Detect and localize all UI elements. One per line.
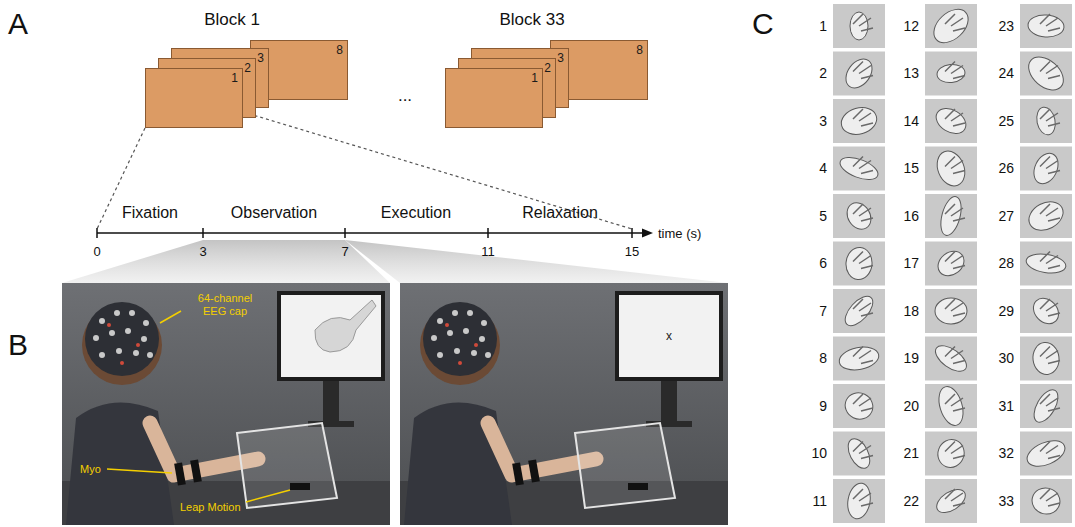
grasp-number: 3: [819, 113, 827, 129]
grasp-number: 18: [903, 303, 919, 319]
grasp-thumbnail: [1020, 242, 1072, 286]
grasp-thumbnail: [925, 384, 977, 429]
photo-observation: [62, 283, 390, 525]
grasp-thumbnail: [833, 147, 885, 191]
grasp-thumbnail: [833, 289, 885, 333]
grasp-thumbnail: [925, 147, 977, 191]
grasp-number: 1: [819, 18, 827, 34]
grasp-thumbnail: [925, 99, 977, 143]
zoom-fan: [345, 240, 728, 283]
tick-label: 15: [625, 245, 639, 260]
grasp-thumbnail: [833, 337, 885, 381]
grasp-thumbnail: [833, 432, 885, 476]
grasp-number: 5: [819, 208, 827, 224]
grasp-number: 25: [998, 113, 1014, 129]
grasp-number: 13: [903, 65, 919, 81]
tick-label: 3: [199, 245, 206, 260]
grasp-thumbnail: [833, 99, 885, 143]
grasp-number: 15: [903, 160, 919, 176]
tick-label: 11: [481, 245, 495, 260]
grasp-number: 11: [812, 493, 827, 509]
time-axis: [97, 232, 645, 234]
grasp-thumbnail: [833, 4, 885, 48]
grasp-number: 33: [998, 493, 1014, 509]
grasp-number: 4: [819, 160, 827, 176]
grasp-number: 24: [998, 65, 1014, 81]
grasp-number: 12: [903, 18, 919, 34]
grasp-number: 27: [998, 208, 1014, 224]
phase-name: Relaxation: [522, 204, 598, 222]
grasp-thumbnail: [1020, 194, 1072, 238]
grasp-number: 20: [903, 398, 919, 414]
grasp-number: 2: [819, 65, 827, 81]
grasp-thumbnail: [1020, 51, 1072, 97]
axis-ticks: [97, 228, 632, 238]
trial-card: 1: [445, 68, 543, 128]
ellipsis: ...: [398, 86, 412, 106]
grasp-number: 14: [903, 113, 919, 129]
grasp-thumbnail: [1020, 337, 1072, 381]
trial-number: 1: [146, 69, 242, 85]
block-title: Block 33: [499, 10, 564, 30]
callout-label: Myo: [80, 463, 101, 476]
grasp-thumbnail: [1020, 4, 1072, 48]
callout-label: Leap Motion: [180, 501, 241, 514]
panel-letter: C: [752, 7, 774, 42]
callout-label: 64-channel EEG cap: [186, 292, 264, 317]
grasp-thumbnail: [1020, 289, 1072, 333]
phase-name: Execution: [381, 204, 451, 222]
panel-letter: A: [8, 7, 28, 42]
grasp-number: 6: [819, 255, 827, 271]
grasp-thumbnail: [833, 52, 885, 96]
grasp-thumbnail: [833, 479, 885, 523]
grasp-thumbnail: [925, 242, 977, 286]
grasp-number: 10: [811, 445, 827, 461]
trial-card: 1: [145, 68, 243, 128]
grasp-number: 8: [819, 350, 827, 366]
grasp-number: 26: [998, 160, 1014, 176]
grasp-number: 22: [903, 493, 919, 509]
grasp-thumbnail: [925, 289, 977, 333]
grasp-number: 17: [903, 255, 919, 271]
grasp-number: 23: [998, 18, 1014, 34]
grasp-number: 7: [819, 303, 827, 319]
grasp-number: 9: [819, 398, 827, 414]
grasp-number: 19: [903, 350, 919, 366]
axis-title: time (s): [658, 227, 701, 242]
zoom-fan: [62, 240, 390, 283]
photo-execution: [400, 283, 728, 525]
grasp-number: 31: [998, 398, 1014, 414]
grasp-thumbnail: [1020, 432, 1072, 476]
trial-number: 1: [446, 69, 542, 85]
grasp-number: 21: [903, 445, 919, 461]
grasp-number: 32: [998, 445, 1014, 461]
axis-arrowhead: [642, 229, 653, 238]
grasp-thumbnail: [1020, 147, 1072, 191]
grasp-thumbnail: [925, 337, 977, 381]
grasp-number: 16: [903, 208, 919, 224]
phase-name: Observation: [231, 204, 317, 222]
fixation-cross: x: [666, 330, 672, 344]
block-title: Block 1: [204, 10, 260, 30]
grasp-thumbnail: [925, 3, 977, 49]
tick-label: 0: [93, 245, 100, 260]
grasp-thumbnail: [925, 52, 977, 96]
phase-name: Fixation: [122, 204, 178, 222]
grasp-number: 29: [998, 303, 1014, 319]
grasp-number: 30: [998, 350, 1014, 366]
grasp-thumbnail: [925, 194, 977, 238]
grasp-thumbnail: [1020, 384, 1072, 428]
grasp-thumbnail: [833, 194, 885, 238]
screen-hand: [315, 300, 376, 352]
grasp-thumbnail: [925, 432, 977, 476]
leader-lines: [107, 311, 290, 502]
panel-letter: B: [8, 328, 28, 363]
grasp-thumbnail: [833, 384, 885, 428]
grasp-thumbnail: [1020, 99, 1072, 143]
grasp-number: 28: [998, 255, 1014, 271]
grasp-thumbnail: [833, 242, 885, 286]
grasp-thumbnail: [1020, 479, 1072, 523]
grasp-thumbnail: [925, 479, 977, 523]
tick-label: 7: [341, 245, 348, 260]
